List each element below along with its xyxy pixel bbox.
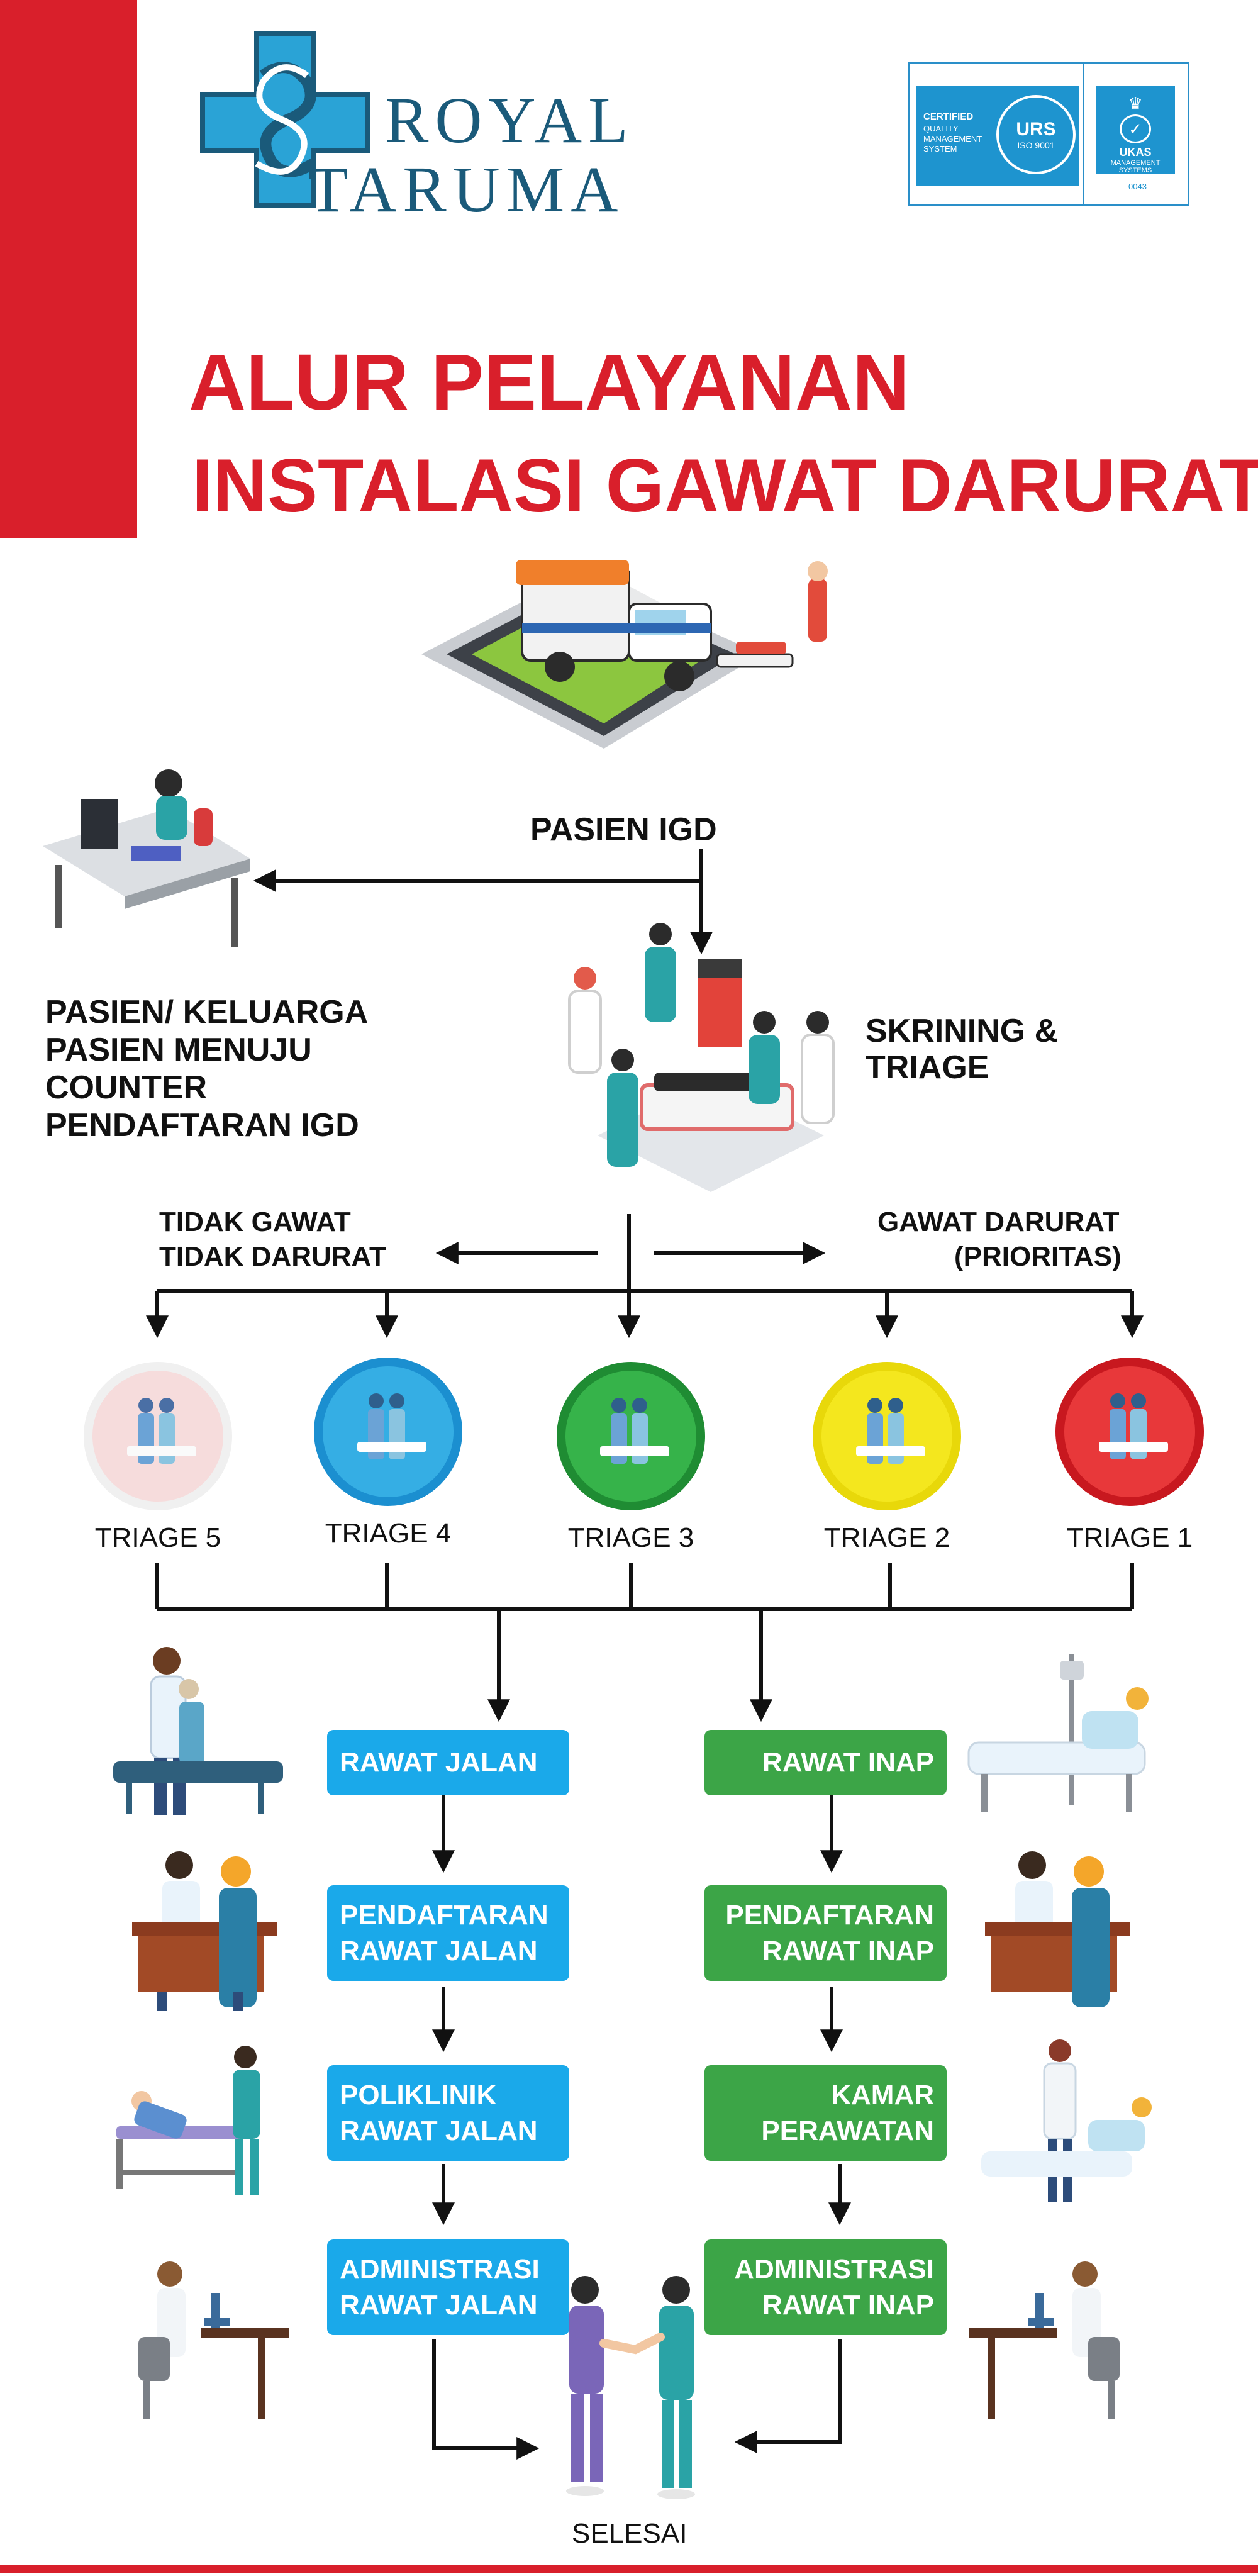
urs-seal-icon: URS ISO 9001	[996, 95, 1076, 174]
lab-microscope-nurse-icon	[132, 2255, 289, 2422]
tidak-gawat-line1: TIDAK GAWAT	[159, 1207, 351, 1237]
doctor-examination-icon	[113, 1642, 289, 1818]
badge-divider	[1083, 64, 1084, 204]
rawat-inap-box: RAWAT INAP	[704, 1730, 947, 1795]
counter-label-line2: PASIEN MENUJU	[45, 1032, 312, 1068]
ukas-panel: ♛ ✓ UKAS MANAGEMENT SYSTEMS	[1096, 86, 1175, 174]
counter-label-line4: PENDAFTARAN IGD	[45, 1107, 359, 1144]
footer-red-line	[0, 2565, 1258, 2573]
inpatient-registration-desk-icon	[985, 1846, 1136, 2013]
counter-label-line1: PASIEN/ KELUARGA	[45, 994, 369, 1030]
triage-2-label: TRIAGE 2	[823, 1522, 950, 1553]
screening-triage-illustration-icon	[547, 923, 849, 1227]
triage-2-icon	[813, 1362, 961, 1510]
inpatient-bed-icon	[967, 1654, 1157, 1821]
rawat-jalan-box: RAWAT JALAN	[327, 1730, 569, 1795]
iso-certification-panel: CERTIFIED QUALITY MANAGEMENT SYSTEM URS …	[916, 86, 1079, 186]
triage-4-icon	[314, 1358, 462, 1506]
counter-label-line3: COUNTER	[45, 1069, 208, 1106]
triage-4-label: TRIAGE 4	[325, 1518, 452, 1549]
registration-counter-illustration-icon	[43, 769, 250, 953]
skrining-label-line2: TRIAGE	[866, 1049, 989, 1086]
triage-3-icon	[557, 1362, 705, 1510]
triage-1-icon	[1055, 1358, 1204, 1506]
gawat-darurat-line1: GAWAT DARURAT	[877, 1207, 1120, 1237]
brand-name-line2: TARUMA	[308, 153, 625, 226]
skrining-label-line1: SKRINING &	[866, 1013, 1059, 1049]
tick-icon: ✓	[1120, 114, 1151, 143]
royal-taruma-logo-icon	[200, 31, 370, 208]
ward-doctor-patient-icon	[981, 2038, 1157, 2208]
polyclinic-patient-bed-icon	[110, 2044, 292, 2211]
ambulance-illustration-icon	[421, 547, 862, 761]
registration-desk-icon	[132, 1846, 283, 2013]
triage-3-label: TRIAGE 3	[567, 1522, 694, 1553]
gawat-darurat-line2: (PRIORITAS)	[954, 1241, 1122, 1272]
inpatient-lab-nurse-icon	[969, 2255, 1126, 2422]
triage-5-icon	[84, 1362, 232, 1510]
triage-5-label: TRIAGE 5	[94, 1522, 221, 1553]
certification-badge: CERTIFIED QUALITY MANAGEMENT SYSTEM URS …	[908, 62, 1189, 206]
page-title-line1: ALUR PELAYANAN	[189, 338, 910, 427]
selesai-label: SELESAI	[572, 2518, 687, 2549]
page-title-line2: INSTALASI GAWAT DARURAT	[192, 443, 1258, 528]
crown-icon: ♛	[1128, 94, 1143, 113]
handshake-nurses-icon	[541, 2274, 730, 2507]
medical-staff-icon	[127, 1398, 196, 1464]
triage-1-label: TRIAGE 1	[1066, 1522, 1193, 1553]
header-red-band	[0, 0, 137, 538]
brand-name-line1: ROYAL	[385, 84, 635, 157]
tidak-gawat-line2: TIDAK DARURAT	[159, 1241, 386, 1272]
pasien-igd-label: PASIEN IGD	[530, 811, 717, 848]
